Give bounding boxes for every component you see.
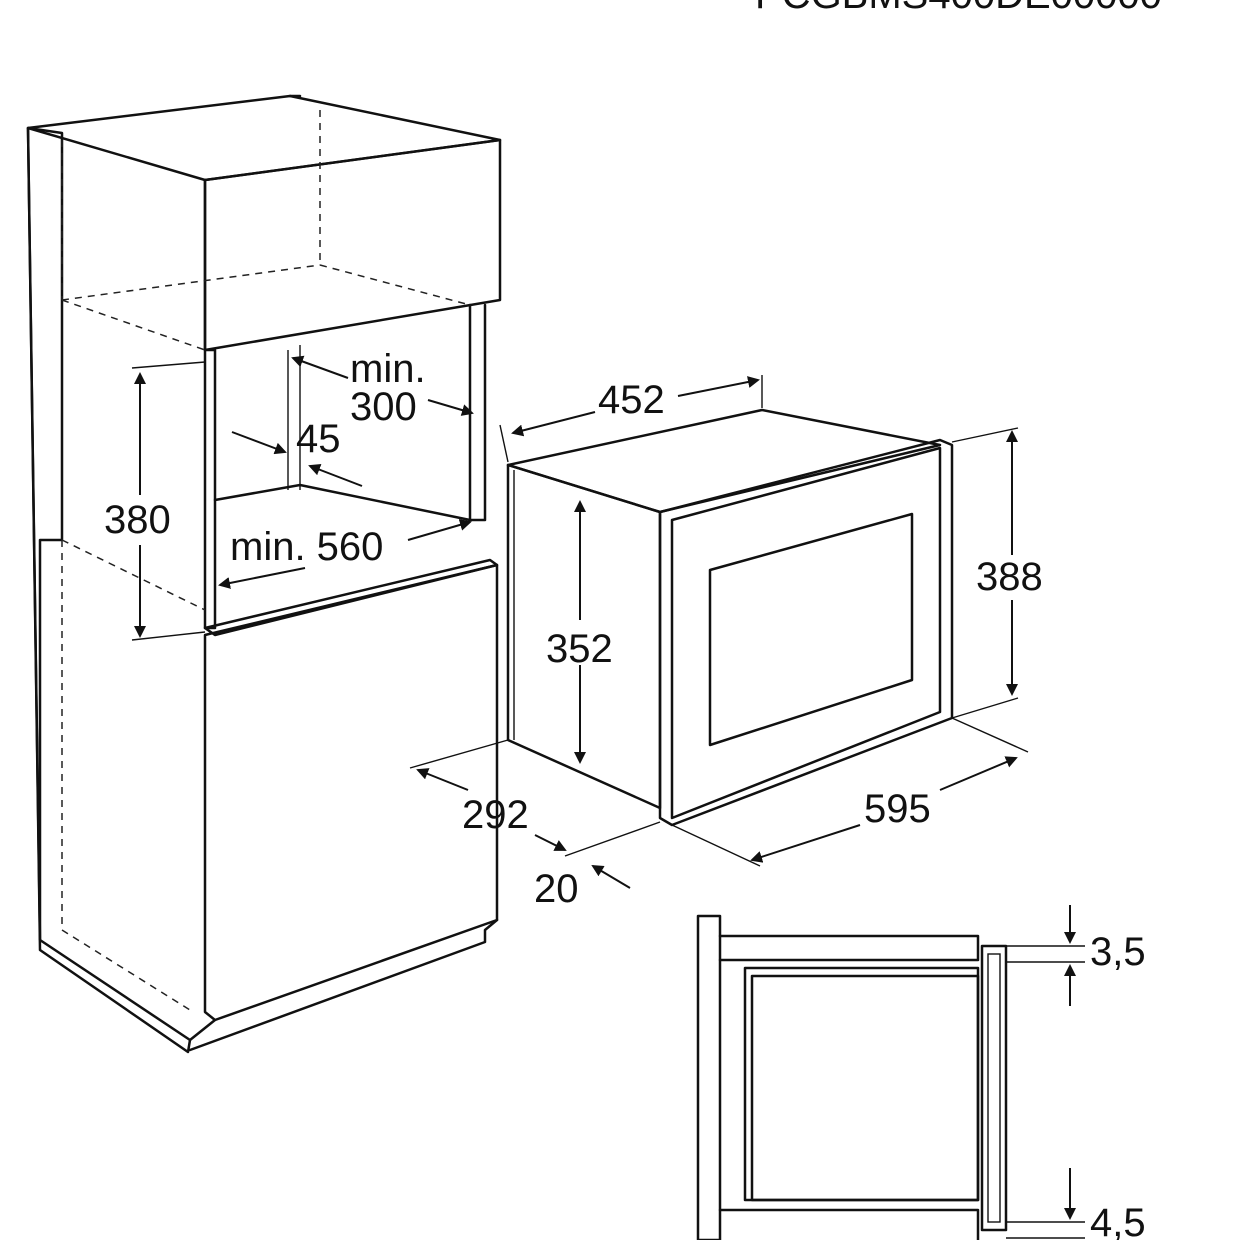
appliance-dimensions: 452 388 352 292 595 20 (409, 375, 1043, 911)
frame-20-arrow (591, 864, 631, 889)
section-detail: 3,5 4,5 (696, 905, 1146, 1240)
cabinet-side-panel (26, 126, 192, 1054)
detail-cavity (743, 966, 980, 1202)
top-gap-label: 3,5 (1090, 930, 1146, 974)
cabinet-drawing (26, 94, 502, 1054)
min-560-label: min. 560 (230, 525, 383, 569)
width-595-arrow-left (750, 824, 861, 863)
niche-right-side (468, 303, 487, 522)
min-300-label-bottom: 300 (350, 385, 417, 429)
bottom-gap-label: 4,5 (1090, 1201, 1146, 1240)
depth-292-label: 292 (462, 793, 529, 837)
width-452-arrow-right (677, 376, 760, 397)
cabinet-top (26, 94, 502, 182)
min-300-arrow-right (427, 399, 474, 416)
upper-front-rail (203, 138, 502, 352)
product-code: PCGBMS400DE00000 (755, 0, 1162, 17)
appliance-front-frame (658, 438, 954, 827)
appliance-door (670, 446, 942, 820)
detail-cabinet-wall (696, 914, 722, 1240)
niche-left-post (203, 348, 217, 630)
appliance-window (708, 512, 914, 747)
width-595-label: 595 (864, 787, 931, 831)
depth-292-arrow-left (416, 768, 469, 791)
gap-45-arrow-left (231, 431, 287, 455)
height-380-label: 380 (104, 498, 171, 542)
min-560-arrow-right (407, 519, 472, 541)
depth-292-arrow-right (534, 834, 567, 851)
cabinet-dimensions: min. 300 45 380 min. 560 (104, 347, 474, 641)
gap-45-label: 45 (296, 417, 341, 461)
lower-door (203, 563, 499, 1022)
height-388-label: 388 (976, 555, 1043, 599)
detail-front-frame (980, 944, 1008, 1232)
appliance-drawing (506, 408, 954, 827)
width-452-label: 452 (598, 378, 665, 422)
gap-45-arrow-right (308, 463, 363, 487)
min-300-arrow-left (291, 355, 349, 379)
min-560-arrow-left (218, 567, 306, 589)
width-595-arrow-right (939, 756, 1018, 791)
width-452-arrow-left (511, 411, 596, 437)
min-300-label-top: min. (350, 347, 426, 391)
height-352-label: 352 (546, 627, 613, 671)
frame-20-label: 20 (534, 867, 579, 911)
